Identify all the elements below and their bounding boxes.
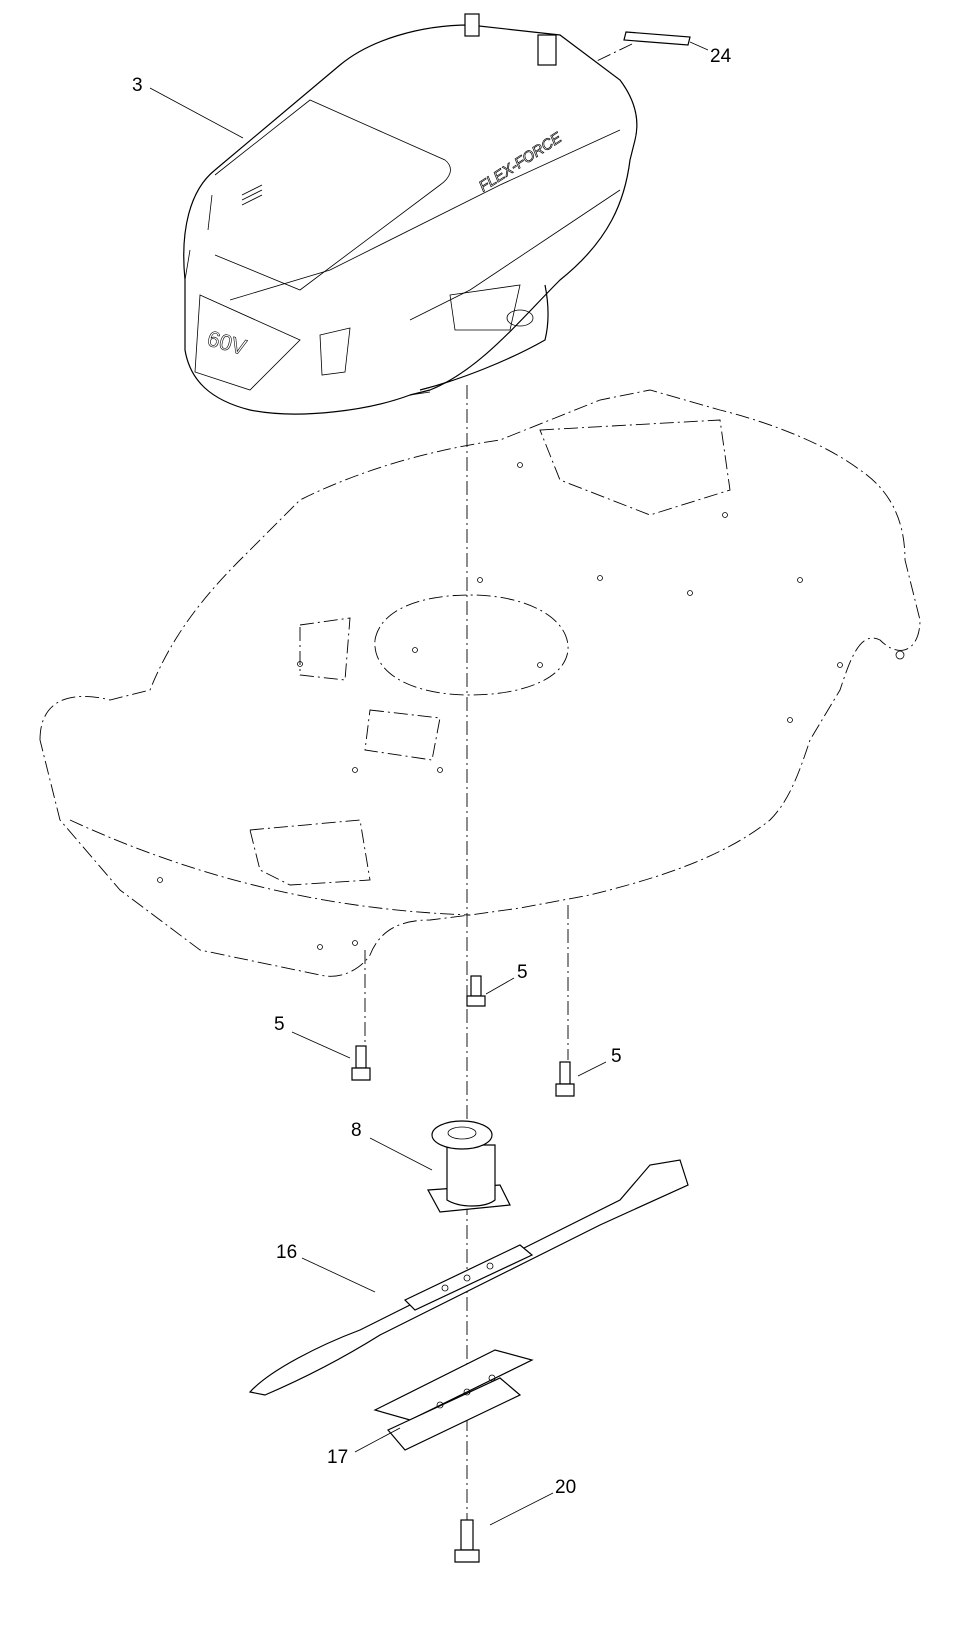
- callout-20: 20: [555, 1477, 577, 1498]
- callout-5-right: 5: [611, 1046, 622, 1067]
- callout-17: 17: [327, 1447, 349, 1468]
- mower-deck-outline: [39, 389, 921, 977]
- bolt-left: [351, 1045, 371, 1081]
- decal-strip: [623, 31, 691, 46]
- mower-blade: [248, 1159, 689, 1396]
- callout-5-center: 5: [517, 962, 528, 983]
- callout-3: 3: [132, 75, 143, 96]
- callout-8: 8: [351, 1120, 362, 1141]
- leader-lines: [149, 41, 709, 1526]
- blade-adapter: [427, 1120, 511, 1213]
- bolt-right: [555, 1061, 575, 1097]
- blade-stiffener: [373, 1349, 534, 1451]
- bolt-center: [466, 975, 486, 1007]
- callout-16: 16: [276, 1242, 298, 1263]
- blade-bolt: [454, 1519, 480, 1563]
- motor-housing: FLEX-FORCE 60V: [183, 13, 638, 415]
- callout-5-left: 5: [274, 1014, 285, 1035]
- callout-24: 24: [710, 46, 732, 67]
